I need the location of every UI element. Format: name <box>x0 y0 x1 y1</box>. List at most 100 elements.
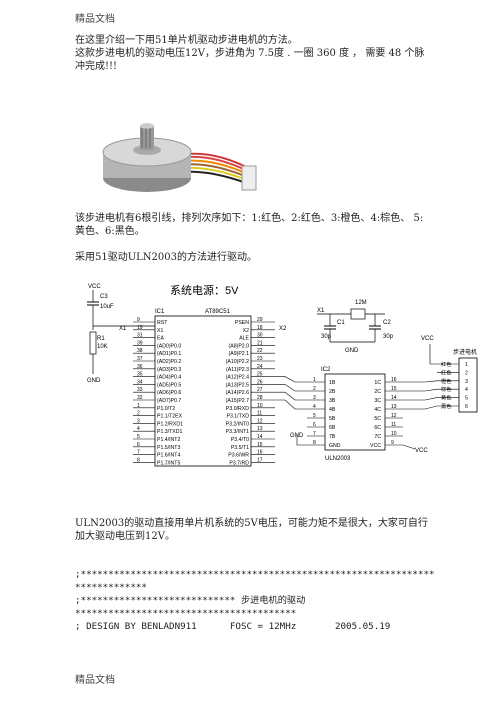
ic1-right-pin-number: 12 <box>257 418 263 424</box>
ic2-right-pin-number: 13 <box>391 404 397 410</box>
x1-label: X1 <box>317 308 325 314</box>
ic2-left-pin-number: 1 <box>313 377 316 383</box>
ic1-right-pin-label: (A9)P2.1 <box>229 351 250 357</box>
ic1-left-pin-number: 19 <box>137 325 143 331</box>
ic2-left-pin-number: 6 <box>313 422 316 428</box>
ic1-right-pin-label: P3.1/TXD <box>227 414 250 420</box>
ic2-left-pin-label: 5B <box>329 416 336 422</box>
c3-value: 10uF <box>100 304 114 310</box>
ic1-label: IC1 <box>155 309 165 315</box>
ic1-left-pin-label: P1.0/T2 <box>157 406 175 412</box>
ic2-left-pin-number: 5 <box>313 413 316 419</box>
ic2-right-pin-number: 9 <box>391 440 394 446</box>
ic1-right-pin-label: P3.4/T0 <box>231 437 249 443</box>
wiring-paragraph: 该步进电机有6根引线，排列次序如下：1:红色、2:红色、3:橙色、4:棕色、 5… <box>75 213 424 237</box>
ic2-right-pin-label: 2C <box>374 389 381 395</box>
motor-pin-number: 4 <box>465 387 468 393</box>
ic1-body <box>154 315 252 467</box>
ic1-left-pin-number: 5 <box>137 434 140 440</box>
ic1-left-pin-number: 39 <box>137 340 143 346</box>
method-paragraph: 采用51驱动ULN2003的方法进行驱动。 <box>75 252 257 263</box>
ic2-right-pin-number: 12 <box>391 413 397 419</box>
ic2-body <box>324 373 386 451</box>
page-header: 精品文档 <box>75 14 115 25</box>
c1-value: 30p <box>321 334 332 340</box>
motor-pin-number: 2 <box>465 370 468 376</box>
ic1-right-pin-number: 16 <box>257 450 263 456</box>
ic1-left-pin-number: 32 <box>137 395 143 401</box>
ic1-name: AT89C51 <box>205 309 231 315</box>
ic2-right-pin-label: 4C <box>374 407 381 413</box>
motor-pin-number: 6 <box>465 404 468 410</box>
spec-paragraph: 这款步进电机的驱动电压12V，步进角为 7.5度 . 一圈 360 度 ， 需要… <box>75 48 425 72</box>
ic1-left-pin-label: RST <box>157 320 168 326</box>
ic1-right-pin-label: P3.0/RXD <box>226 406 249 412</box>
ic1-left-pin-number: 35 <box>137 372 143 378</box>
vcc-label-motor: VCC <box>421 336 434 342</box>
ic1-left-pin-number: 31 <box>137 333 143 339</box>
ic1-left-pin-number: 37 <box>137 356 143 362</box>
ic1-right-pin-label: (A11)P2.3 <box>226 367 249 373</box>
ic2-right-pin-label: 7C <box>374 434 381 440</box>
ic2-left-pin-number: 2 <box>313 386 316 392</box>
ic1-right-pin-number: 21 <box>257 340 263 346</box>
ic1-left-pin-number: 9 <box>137 317 140 323</box>
ic1-right-pin-label: P3.7/RD <box>229 460 249 466</box>
stepper-motor-photo <box>102 123 257 192</box>
ic1-right-pin-label: X2 <box>243 328 249 334</box>
page-footer: 精品文档 <box>75 675 115 686</box>
ic1-left-pin-number: 2 <box>137 411 140 417</box>
motor-pin-number: 5 <box>465 396 468 402</box>
ic1-right-pin-number: 24 <box>257 364 263 370</box>
note-paragraph: ULN2003的驱动直接用单片机系统的5V电压，可能力矩不是很大，大家可自行 加… <box>75 518 428 542</box>
ic2-left-pin-number: 7 <box>313 431 316 437</box>
ic1-left-pin-label: (AD4)P0.4 <box>157 375 181 381</box>
ic1-right-pin-number: 30 <box>257 333 263 339</box>
c2-value: 30p <box>383 334 394 340</box>
ic1-left-pin-label: (AD6)P0.6 <box>157 390 181 396</box>
ic1-right-pin-number: 26 <box>257 379 263 385</box>
ic1-right-pin-label: (A13)P2.5 <box>226 382 249 388</box>
ic2-right-pin-number: 14 <box>391 395 397 401</box>
ic1-left-pin-number: 36 <box>137 364 143 370</box>
crystal-label: 12M <box>355 300 367 306</box>
ic1-right-pin-label: (A14)P2.6 <box>226 390 249 396</box>
ic1-left-pin-label: (AD7)P0.7 <box>157 398 181 404</box>
x1-net-label: X1 <box>119 326 127 332</box>
ic1-left-pin-label: P1.1/T2EX <box>157 414 183 420</box>
ic1-right-pin-number: 22 <box>257 348 263 354</box>
motor-label: 步进电机 <box>453 348 477 356</box>
ic2-label: IC2 <box>321 367 331 373</box>
x2-net-label: X2 <box>279 326 287 332</box>
r1-value: 10K <box>97 344 108 350</box>
ic1-right-pin-label: P3.3/INT1 <box>226 429 249 435</box>
ic2-right-pin-number: 15 <box>391 386 397 392</box>
ic1-right-pin-number: 27 <box>257 387 263 393</box>
ic1-left-pin-label: (AD1)P0.1 <box>157 351 181 357</box>
ic1-right-pin-label: (A12)P2.4 <box>226 375 249 381</box>
ic1-left-pin-number: 4 <box>137 426 140 432</box>
ic1-right-pin-label: P3.2/INT0 <box>226 421 249 427</box>
ic1-right-pin-number: 23 <box>257 356 263 362</box>
ic1-left-pin-label: X1 <box>157 328 163 334</box>
circuit-schematic: 系统电源：5V VCC C3 10uF R1 10K GND X1 X2 IC1… <box>87 283 478 467</box>
ic1-right-pin-number: 18 <box>257 325 263 331</box>
ic1-right-pin-number: 29 <box>257 317 263 323</box>
gnd-label-left: GND <box>87 378 101 384</box>
vcc-label: VCC <box>88 284 101 290</box>
ic2-left-pin-label: 7B <box>329 434 336 440</box>
r1-label: R1 <box>97 336 105 342</box>
ic2-right-pin-label: 6C <box>374 425 381 431</box>
ic1-left-pin-label: P1.5/INT3 <box>157 445 180 451</box>
code-line-1: ;***************************************… <box>75 569 435 580</box>
motor-pin-number: 3 <box>465 379 468 385</box>
ic2-left-pin-number: 8 <box>313 440 316 446</box>
ic1-right-pin-label: PSEN <box>235 320 249 326</box>
ic2-right-pin-label: 5C <box>374 416 381 422</box>
ic2-left-pin-number: 4 <box>313 404 316 410</box>
ic2-left-pin-number: 3 <box>313 395 316 401</box>
ic2-left-pin-label: 1B <box>329 380 336 386</box>
code-line-4: ; DESIGN BY BENLADN911 FOSC = 12MHz 2005… <box>75 621 391 632</box>
ic1-left-pin-label: (AD2)P0.2 <box>157 359 181 365</box>
ic1-right-pin-number: 15 <box>257 442 263 448</box>
